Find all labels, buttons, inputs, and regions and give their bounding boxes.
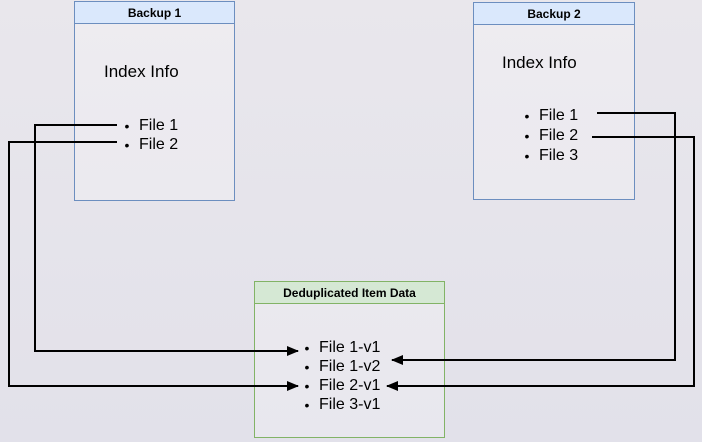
backup2-file-item: • File 2 [521, 126, 579, 146]
backup1-file-item: • File 1 [121, 116, 179, 135]
backup1-title: Backup 1 [75, 2, 234, 24]
bullet-icon: • [124, 117, 130, 134]
bullet-icon: • [124, 136, 130, 153]
bullet-icon: • [524, 108, 530, 124]
backup1-index-info-heading: Index Info [104, 62, 179, 81]
backup2-file-item: • File 1 [521, 106, 579, 126]
backup1-box: Backup 1 Index Info [74, 1, 235, 201]
dedup-item: • File 1-v2 [301, 357, 381, 376]
backup1-file-label: File 2 [139, 135, 179, 153]
dedup-item-label: File 1-v1 [319, 338, 381, 356]
backup2-file-label: File 2 [539, 127, 579, 144]
bullet-icon: • [524, 128, 530, 144]
bullet-icon: • [524, 148, 530, 164]
bullet-icon: • [304, 396, 310, 413]
backup2-file-list: • File 1 • File 2 • File 3 [521, 106, 579, 166]
backup2-file-label: File 1 [539, 107, 579, 124]
backup2-index-info-heading: Index Info [502, 53, 577, 72]
backup1-file-label: File 1 [139, 116, 179, 134]
dedup-item-label: File 3-v1 [319, 395, 381, 413]
dedup-item-label: File 1-v2 [319, 357, 381, 375]
dedup-item: • File 2-v1 [301, 376, 381, 395]
backup2-box: Backup 2 Index Info [473, 2, 635, 200]
backup2-file-label: File 3 [539, 147, 579, 164]
dedup-item: • File 3-v1 [301, 395, 381, 414]
bullet-icon: • [304, 339, 310, 356]
backup2-title: Backup 2 [474, 3, 634, 25]
backup1-file-item: • File 2 [121, 135, 179, 154]
dedup-item-list: • File 1-v1 • File 1-v2 • File 2-v1 • Fi… [301, 338, 381, 414]
dedup-item: • File 1-v1 [301, 338, 381, 357]
backup1-file-list: • File 1 • File 2 [121, 116, 179, 154]
dedup-title: Deduplicated Item Data [255, 282, 444, 304]
bullet-icon: • [304, 358, 310, 375]
bullet-icon: • [304, 377, 310, 394]
dedup-item-label: File 2-v1 [319, 376, 381, 394]
backup2-file-item: • File 3 [521, 146, 579, 166]
